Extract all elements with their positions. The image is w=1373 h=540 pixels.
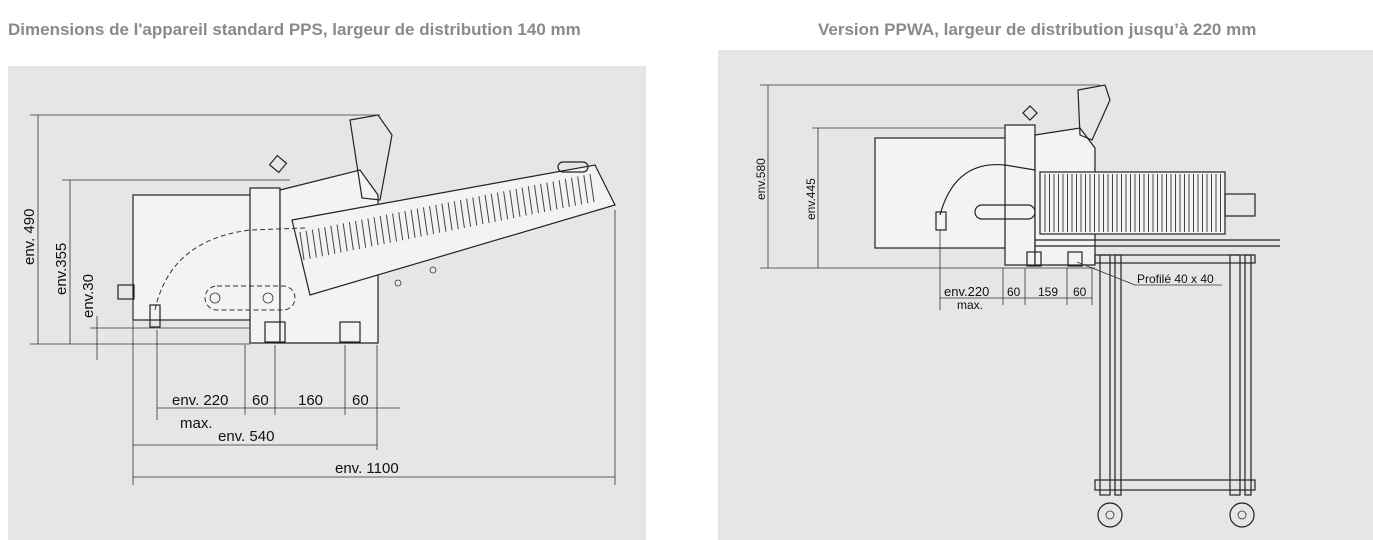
right-dimensions: env.580 env.445 env.220 max. 60 159 60 P… xyxy=(754,84,1222,312)
dim-left-1100: env. 1100 xyxy=(335,460,399,477)
dim-right-159: 159 xyxy=(1038,285,1058,299)
right-foot-2 xyxy=(1067,251,1083,267)
right-stand-top xyxy=(1094,254,1256,264)
right-wheel-right xyxy=(1229,502,1255,528)
dim-right-max: max. xyxy=(957,298,983,312)
dim-left-60a: 60 xyxy=(252,392,269,409)
right-wheel-left xyxy=(1097,502,1123,528)
left-knob xyxy=(268,154,288,174)
left-machine xyxy=(117,114,616,344)
left-handle xyxy=(117,284,135,300)
dim-left-60b: 60 xyxy=(352,392,369,409)
right-chute xyxy=(1077,84,1111,141)
dim-left-160: 160 xyxy=(298,392,323,409)
dim-left-30: env.30 xyxy=(80,274,97,318)
right-stand-bottom xyxy=(1094,479,1256,491)
dim-right-220: env.220 xyxy=(944,284,989,299)
right-hopper-box xyxy=(874,137,1008,249)
right-grip xyxy=(1224,193,1256,217)
dim-right-580: env.580 xyxy=(754,158,768,200)
left-grip xyxy=(557,161,589,173)
dim-left-max: max. xyxy=(180,415,213,432)
right-diagram-panel xyxy=(718,50,1373,540)
dim-right-profile: Profilé 40 x 40 xyxy=(1137,272,1214,286)
right-foot-1 xyxy=(1026,251,1042,267)
right-column xyxy=(1004,124,1036,266)
right-cam xyxy=(974,204,1036,220)
left-conveyor xyxy=(291,164,616,296)
left-cam xyxy=(204,285,296,311)
right-stand-leg-left xyxy=(1099,254,1111,496)
right-conveyor xyxy=(1039,171,1226,235)
right-machine xyxy=(874,84,1280,528)
left-chute xyxy=(349,114,393,201)
left-nozzle xyxy=(149,304,161,328)
left-diagram-title: Dimensions de l'appareil standard PPS, l… xyxy=(8,20,581,39)
dim-right-60b: 60 xyxy=(1073,285,1087,299)
dim-left-490: env. 490 xyxy=(21,209,38,265)
dim-left-220: env. 220 xyxy=(172,392,228,409)
left-hopper-box xyxy=(132,194,254,321)
left-cable-arc xyxy=(154,227,306,311)
right-knob xyxy=(1022,105,1038,121)
right-nozzle xyxy=(935,211,947,231)
left-foot-1 xyxy=(264,321,286,343)
dim-right-445: env.445 xyxy=(804,178,818,220)
left-foot-2 xyxy=(339,321,361,343)
dim-left-355: env.355 xyxy=(53,243,70,295)
dim-left-540: env. 540 xyxy=(218,428,274,445)
right-stand-leg-right xyxy=(1229,254,1241,496)
left-column xyxy=(249,187,281,344)
right-cable xyxy=(939,164,1036,216)
left-dimensions: env. 490 env.355 env.30 env. 220 60 160 … xyxy=(21,114,616,485)
right-diagram-title: Version PPWA, largeur de distribution ju… xyxy=(818,20,1257,39)
dim-right-60a: 60 xyxy=(1007,285,1021,299)
